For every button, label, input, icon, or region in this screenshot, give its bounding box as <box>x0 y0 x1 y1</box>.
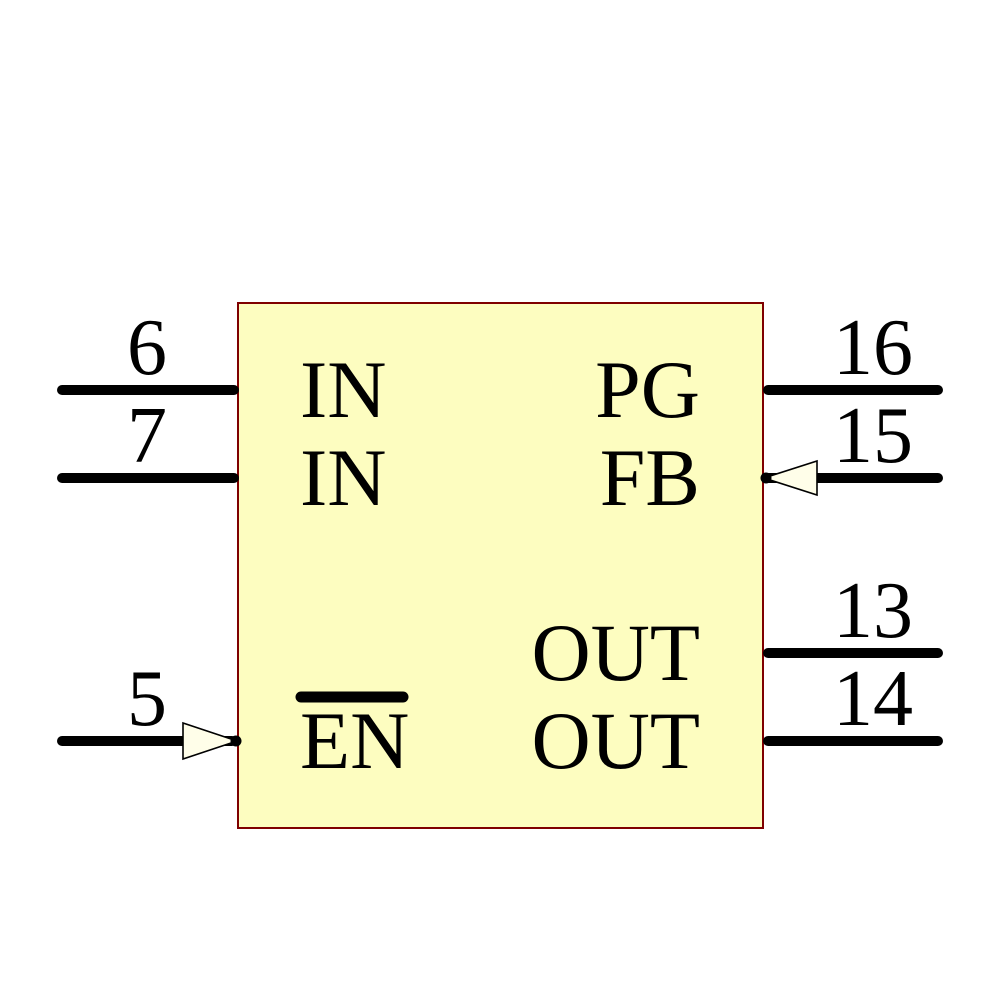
pin-16: 16 PG <box>595 304 943 435</box>
pin-5-number: 5 <box>127 655 167 743</box>
pin-7-number: 7 <box>127 392 167 480</box>
pin-7-name: IN <box>300 432 387 523</box>
pin-15-tip <box>760 472 772 484</box>
pin-7: 7 IN <box>57 392 387 523</box>
pin-5-tip <box>230 735 242 747</box>
pin-5-name: EN <box>300 695 409 786</box>
component-body[interactable] <box>237 302 764 829</box>
pin-6-name: IN <box>300 344 387 435</box>
pin-13-name: OUT <box>531 607 700 698</box>
pin-15: 15 FB <box>600 392 943 523</box>
pin-13: 13 OUT <box>531 567 943 698</box>
pin-5-input-arrow-icon <box>182 721 240 761</box>
pin-15-name: FB <box>600 432 700 523</box>
pin-6: 6 IN <box>57 304 387 435</box>
pin-15-input-arrow-icon <box>761 459 818 497</box>
pin-16-name: PG <box>595 344 700 435</box>
pin-16-number: 16 <box>833 304 913 392</box>
pin-14-name: OUT <box>531 695 700 786</box>
pin-5: 5 EN <box>57 655 409 786</box>
pin-14-number: 14 <box>833 655 913 743</box>
pin-6-number: 6 <box>127 304 167 392</box>
pin-14: 14 OUT <box>531 655 943 786</box>
pin-15-number: 15 <box>833 392 913 480</box>
pin-13-number: 13 <box>833 567 913 655</box>
